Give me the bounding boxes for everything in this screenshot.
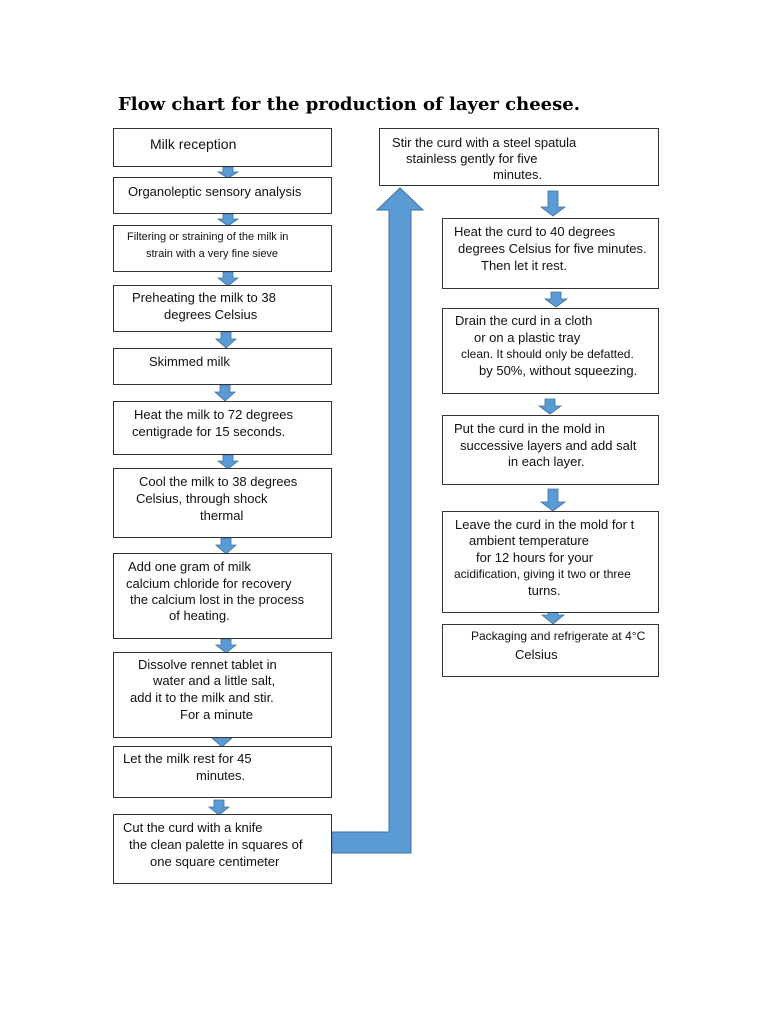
transfer-arrow <box>331 187 425 854</box>
step-text: degrees Celsius for five minutes. <box>458 241 647 256</box>
down-arrow-icon <box>207 799 231 816</box>
step-text: or on a plastic tray <box>474 330 581 345</box>
step-text: Skimmed milk <box>149 354 230 369</box>
step-milk-reception: Milk reception <box>113 128 332 167</box>
step-text: Organoleptic sensory analysis <box>128 184 302 199</box>
step-text: Preheating the milk to 38 <box>132 290 276 305</box>
step-text: For a minute <box>180 707 253 722</box>
step-skimmed-milk: Skimmed milk <box>113 348 332 385</box>
down-arrow-icon <box>539 488 567 512</box>
step-text: Heat the curd to 40 degrees <box>454 224 616 239</box>
step-text: Cut the curd with a knife <box>123 820 263 835</box>
step-filtering: Filtering or straining of the milk in st… <box>113 225 332 272</box>
down-arrow-icon <box>216 454 240 470</box>
step-text: Add one gram of milk <box>128 559 251 574</box>
step-cut-curd: Cut the curd with a knife the clean pale… <box>113 814 332 884</box>
down-arrow-icon <box>214 638 238 654</box>
step-text: in each layer. <box>508 454 585 469</box>
step-text: minutes. <box>196 768 246 783</box>
step-text: ambient temperature <box>469 533 589 548</box>
step-text: strain with a very fine sieve <box>146 248 279 260</box>
step-dissolve-rennet: Dissolve rennet tablet in water and a li… <box>113 652 332 738</box>
down-arrow-icon <box>213 384 237 402</box>
step-heat-milk: Heat the milk to 72 degrees centigrade f… <box>113 401 332 455</box>
step-drain-curd: Drain the curd in a cloth or on a plasti… <box>442 308 659 394</box>
step-text: centigrade for 15 seconds. <box>132 424 286 439</box>
step-cool-milk: Cool the milk to 38 degrees Celsius, thr… <box>113 468 332 538</box>
step-text: for 12 hours for your <box>476 550 594 565</box>
step-text: of heating. <box>169 608 230 623</box>
step-text: Heat the milk to 72 degrees <box>134 407 293 422</box>
step-preheating: Preheating the milk to 38 degrees Celsiu… <box>113 285 332 332</box>
step-text: the calcium lost in the process <box>130 592 305 607</box>
page-title: Flow chart for the production of layer c… <box>118 94 580 115</box>
down-arrow-icon <box>214 331 238 349</box>
step-calcium-chloride: Add one gram of milk calcium chloride fo… <box>113 553 332 639</box>
step-text: Then let it rest. <box>481 258 567 273</box>
step-text: water and a little salt, <box>153 673 276 688</box>
step-text: calcium chloride for recovery <box>126 576 292 591</box>
step-text: Put the curd in the mold in <box>454 421 606 436</box>
step-text: Cool the milk to 38 degrees <box>139 474 298 489</box>
down-arrow-icon <box>216 166 240 179</box>
step-mold-layers: Put the curd in the mold in successive l… <box>442 415 659 485</box>
step-milk-rest: Let the milk rest for 45 minutes. <box>113 746 332 798</box>
down-arrow-icon <box>216 213 240 227</box>
step-text: Drain the curd in a cloth <box>455 313 593 328</box>
step-text: stainless gently for five <box>406 151 538 166</box>
step-text: minutes. <box>493 167 543 182</box>
step-text: add it to the milk and stir. <box>130 690 274 705</box>
step-text: Milk reception <box>150 136 237 152</box>
step-text: Celsius <box>515 647 558 662</box>
step-text: Leave the curd in the mold for t <box>455 517 635 532</box>
step-heat-curd: Heat the curd to 40 degrees degrees Cels… <box>442 218 659 289</box>
step-text: one square centimeter <box>150 854 280 869</box>
down-arrow-icon <box>214 537 238 555</box>
step-packaging: Packaging and refrigerate at 4°C Celsius <box>442 624 659 677</box>
step-text: thermal <box>200 508 244 523</box>
step-organoleptic-analysis: Organoleptic sensory analysis <box>113 177 332 214</box>
step-text: turns. <box>528 583 561 598</box>
step-text: the clean palette in squares of <box>129 837 303 852</box>
step-text: Stir the curd with a steel spatula <box>392 135 577 150</box>
step-text: Let the milk rest for 45 <box>123 751 252 766</box>
step-text: acidification, giving it two or three <box>454 567 631 581</box>
down-arrow-icon <box>216 271 240 287</box>
down-arrow-icon <box>539 190 567 217</box>
step-text: successive layers and add salt <box>460 438 637 453</box>
step-stir-curd: Stir the curd with a steel spatula stain… <box>379 128 659 186</box>
step-text: Celsius, through shock <box>136 491 268 506</box>
step-text: clean. It should only be defatted. <box>461 347 634 361</box>
step-text: by 50%, without squeezing. <box>479 363 638 378</box>
step-text: Packaging and refrigerate at 4°C <box>471 629 646 643</box>
step-text: Dissolve rennet tablet in <box>138 657 277 672</box>
down-arrow-icon <box>537 398 563 415</box>
step-text: Filtering or straining of the milk in <box>127 231 289 243</box>
step-text: degrees Celsius <box>164 307 258 322</box>
down-arrow-icon <box>543 291 569 308</box>
step-leave-curd: Leave the curd in the mold for t ambient… <box>442 511 659 613</box>
